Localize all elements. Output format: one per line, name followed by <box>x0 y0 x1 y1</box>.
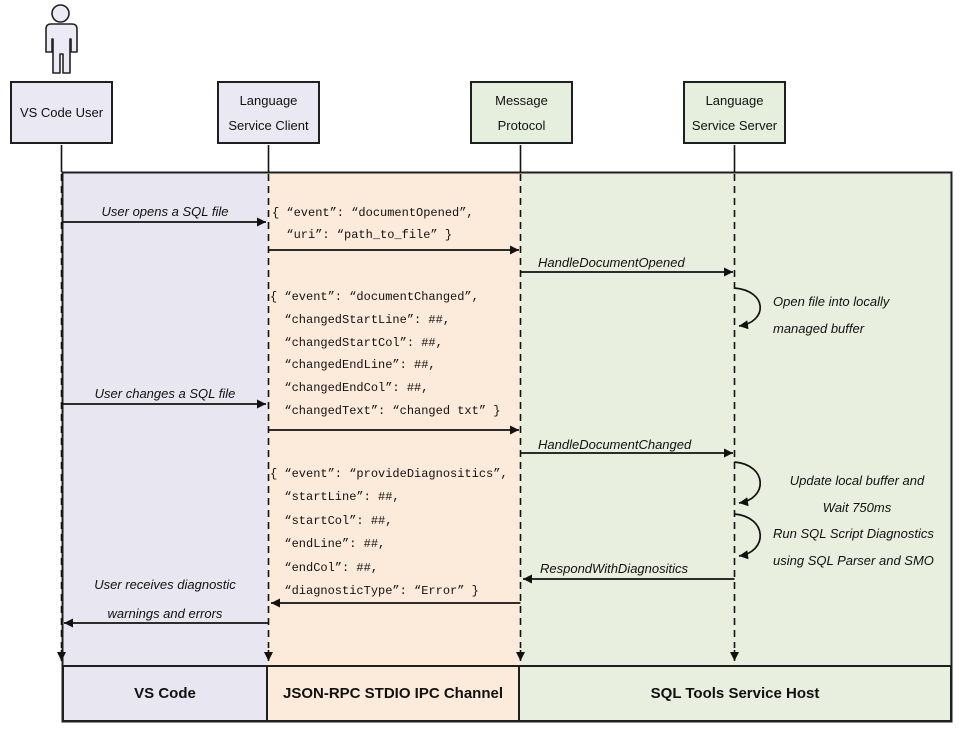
actor-label: Language Service Server <box>691 92 778 133</box>
actor-label: Language Service Client <box>228 92 309 133</box>
lane-title-jsonrpc: JSON-RPC STDIO IPC Channel <box>266 665 520 722</box>
lane-vscode <box>62 172 268 722</box>
actor-label: VS Code User <box>19 105 104 120</box>
message-respond-with-diagnostics: RespondWithDiagnositics <box>540 561 689 576</box>
message-user-opens: User opens a SQL file <box>101 204 229 219</box>
person-head <box>51 4 70 23</box>
actor-box-language-service-server: Language Service Server <box>683 81 786 144</box>
actor-box-language-service-client: Language Service Client <box>217 81 320 144</box>
payload-document-changed: { “event”: “documentChanged”, “changedSt… <box>270 290 501 418</box>
actor-label: Message Protocol <box>495 92 548 133</box>
lane-title-vs-code: VS Code <box>62 665 268 722</box>
note-run-diagnostics: Run SQL Script Diagnostics using SQL Par… <box>773 526 934 568</box>
lane-title-label: VS Code <box>134 685 196 702</box>
message-user-changes: User changes a SQL file <box>94 386 236 401</box>
message-user-receives: User receives diagnostic warnings and er… <box>94 577 236 621</box>
payload-provide-diagnostics: { “event”: “provideDiagnositics”, “start… <box>270 467 508 599</box>
lane-title-sqltools: SQL Tools Service Host <box>518 665 952 722</box>
user-person-icon <box>45 4 78 74</box>
payload-document-opened: { “event”: “documentOpened”, “uri”: “pat… <box>272 206 474 242</box>
person-body <box>45 23 78 74</box>
message-handle-document-opened: HandleDocumentOpened <box>538 255 685 270</box>
actor-box-vs-code-user: VS Code User <box>10 81 113 144</box>
lane-jsonrpc <box>268 172 520 722</box>
lane-title-label: SQL Tools Service Host <box>650 685 820 702</box>
message-handle-document-changed: HandleDocumentChanged <box>538 437 692 452</box>
actor-box-message-protocol: Message Protocol <box>470 81 573 144</box>
lane-title-label: JSON-RPC STDIO IPC Channel <box>282 685 504 702</box>
note-open-file: Open file into locally managed buffer <box>773 294 890 336</box>
note-update-buffer: Update local buffer and Wait 750ms <box>789 473 925 515</box>
